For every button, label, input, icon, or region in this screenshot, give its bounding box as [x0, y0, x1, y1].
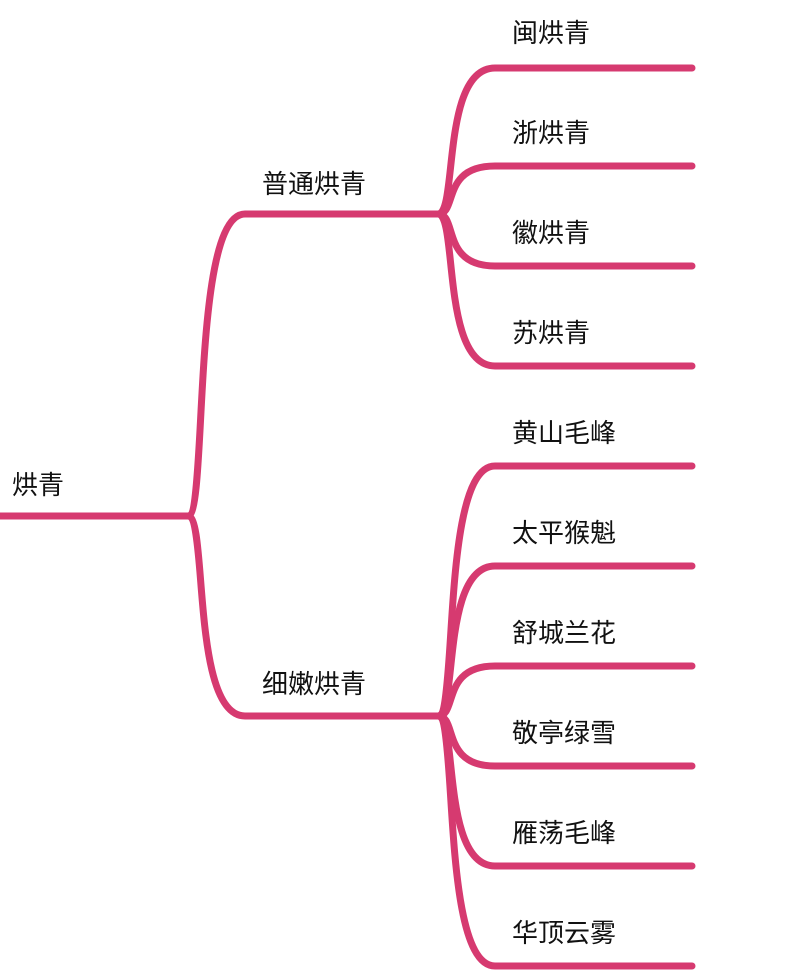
category-connector-line	[184, 210, 442, 520]
leaf-label: 舒城兰花	[512, 619, 616, 649]
category-label-regular: 普通烘青	[262, 170, 366, 200]
leaf-label: 徽烘青	[512, 219, 590, 249]
leaf-label: 闽烘青	[512, 19, 590, 49]
leaf-label: 苏烘青	[512, 319, 590, 349]
root-node-label: 烘青	[12, 471, 64, 501]
leaf-connector-line	[434, 462, 696, 720]
leaf-connector-line	[434, 210, 696, 370]
category-connector-line	[184, 512, 442, 720]
leaf-connector-line	[434, 162, 696, 218]
leaf-label: 雁荡毛峰	[512, 819, 616, 849]
leaf-label: 太平猴魁	[512, 519, 616, 549]
branch-lines	[0, 64, 696, 970]
leaf-connector-line	[434, 712, 696, 970]
leaf-connector-line	[434, 662, 696, 720]
leaf-label: 敬亭绿雪	[512, 719, 616, 749]
leaf-label: 华顶云雾	[512, 919, 616, 949]
leaf-label: 黄山毛峰	[512, 419, 616, 449]
category-label-tender: 细嫩烘青	[262, 670, 366, 700]
leaf-label: 浙烘青	[512, 119, 590, 149]
